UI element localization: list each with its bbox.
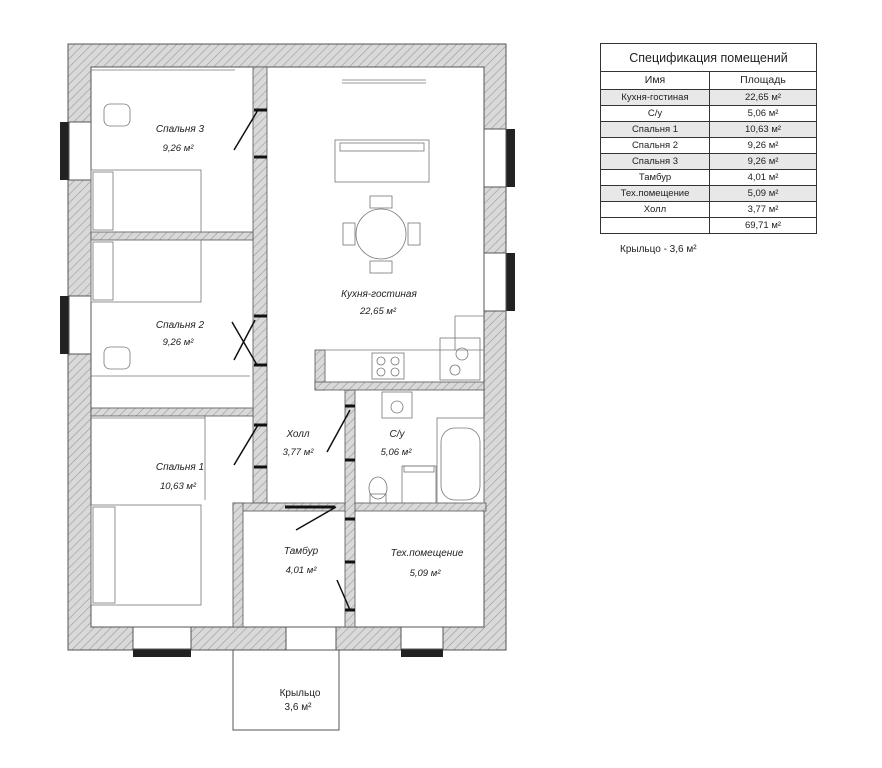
windows [60,121,515,657]
table-row: Тех.помещение 5,09 м² [601,186,816,202]
hall-name: Холл [285,429,309,440]
spec-cell-name: Спальня 2 [601,138,710,153]
utility-name: Тех.помещение [391,548,464,559]
spec-cell-area: 5,06 м² [747,108,779,119]
porch-name: Крыльцо [280,688,321,699]
spec-cell-area: 9,26 м² [747,156,779,167]
room-specification-table: Спецификация помещений Имя Площадь Кухня… [600,43,817,234]
bedroom2-name: Спальня 2 [156,320,205,331]
bed-bedroom1 [90,504,202,606]
exterior-walls [67,43,507,651]
spec-cell-name: Спальня 1 [601,122,710,137]
chair-bedroom3 [103,103,131,127]
chair-bedroom2 [103,346,131,370]
table-row: Кухня-гостиная 22,65 м² [601,90,816,106]
spec-cell-area: 9,26 м² [747,140,779,151]
washbasin [381,391,413,419]
dining-table [342,195,421,274]
bedroom3-name: Спальня 3 [156,124,205,135]
doors [231,108,355,687]
bed-bedroom2 [90,239,202,303]
window-bedroom3 [60,121,92,181]
window-utility [400,626,444,657]
toilet [368,476,388,504]
table-row: Спальня 3 9,26 м² [601,154,816,170]
porch-area: 3,6 м² [285,702,313,713]
hall-area: 3,77 м² [283,447,315,458]
porch [232,649,340,731]
bedroom1-name: Спальня 1 [156,462,204,473]
bed-bedroom3 [90,169,202,233]
bathroom-area: 5,06 м² [381,447,413,458]
spec-total-row: 69,71 м² [601,218,816,233]
spec-cell-area: 22,65 м² [744,92,782,103]
interior-walls [90,66,487,628]
sofa [334,139,430,183]
kitchen-counter [324,315,484,382]
window-kitchen-lower [483,252,515,312]
window-bedroom1 [132,626,192,657]
spec-cell-name: Кухня-гостиная [601,90,710,105]
window-bedroom2 [60,295,92,355]
spec-cell-name: Холл [601,202,710,217]
furniture [90,69,485,606]
washing-machine [401,465,437,504]
spec-total-value: 69,71 м² [744,220,782,231]
window-kitchen-upper [483,128,515,188]
bedroom2-area: 9,26 м² [163,337,195,348]
table-row: Спальня 1 10,63 м² [601,122,816,138]
table-row: Холл 3,77 м² [601,202,816,218]
spec-cell-area: 3,77 м² [747,204,779,215]
spec-header-area: Площадь [740,74,786,86]
room-labels: Спальня 3 9,26 м² Спальня 2 9,26 м² Спал… [156,124,464,713]
table-row: С/у 5,06 м² [601,106,816,122]
vestibule-area: 4,01 м² [286,565,318,576]
table-row: Тамбур 4,01 м² [601,170,816,186]
spec-cell-name: С/у [601,106,710,121]
bedroom3-area: 9,26 м² [163,143,195,154]
bathtub [436,417,485,504]
utility-area: 5,09 м² [410,568,442,579]
spec-header-name: Имя [601,72,710,89]
porch-note: Крыльцо - 3,6 м² [620,244,697,255]
spec-title: Спецификация помещений [601,44,816,72]
spec-cell-name: Тех.помещение [601,186,710,201]
entrance-opening [285,626,337,651]
table-row: Спальня 2 9,26 м² [601,138,816,154]
kitchen-name: Кухня-гостиная [341,289,417,300]
spec-cell-name: Тамбур [601,170,710,185]
spec-header-row: Имя Площадь [601,72,816,90]
spec-cell-name: Спальня 3 [601,154,710,169]
spec-total-label [601,218,710,233]
spec-cell-area: 5,09 м² [747,188,779,199]
vestibule-name: Тамбур [284,545,319,557]
bathroom-name: С/у [390,429,406,440]
spec-cell-area: 10,63 м² [744,124,782,135]
kitchen-area: 22,65 м² [359,306,397,317]
bedroom1-area: 10,63 м² [160,481,197,492]
spec-cell-area: 4,01 м² [747,172,779,183]
